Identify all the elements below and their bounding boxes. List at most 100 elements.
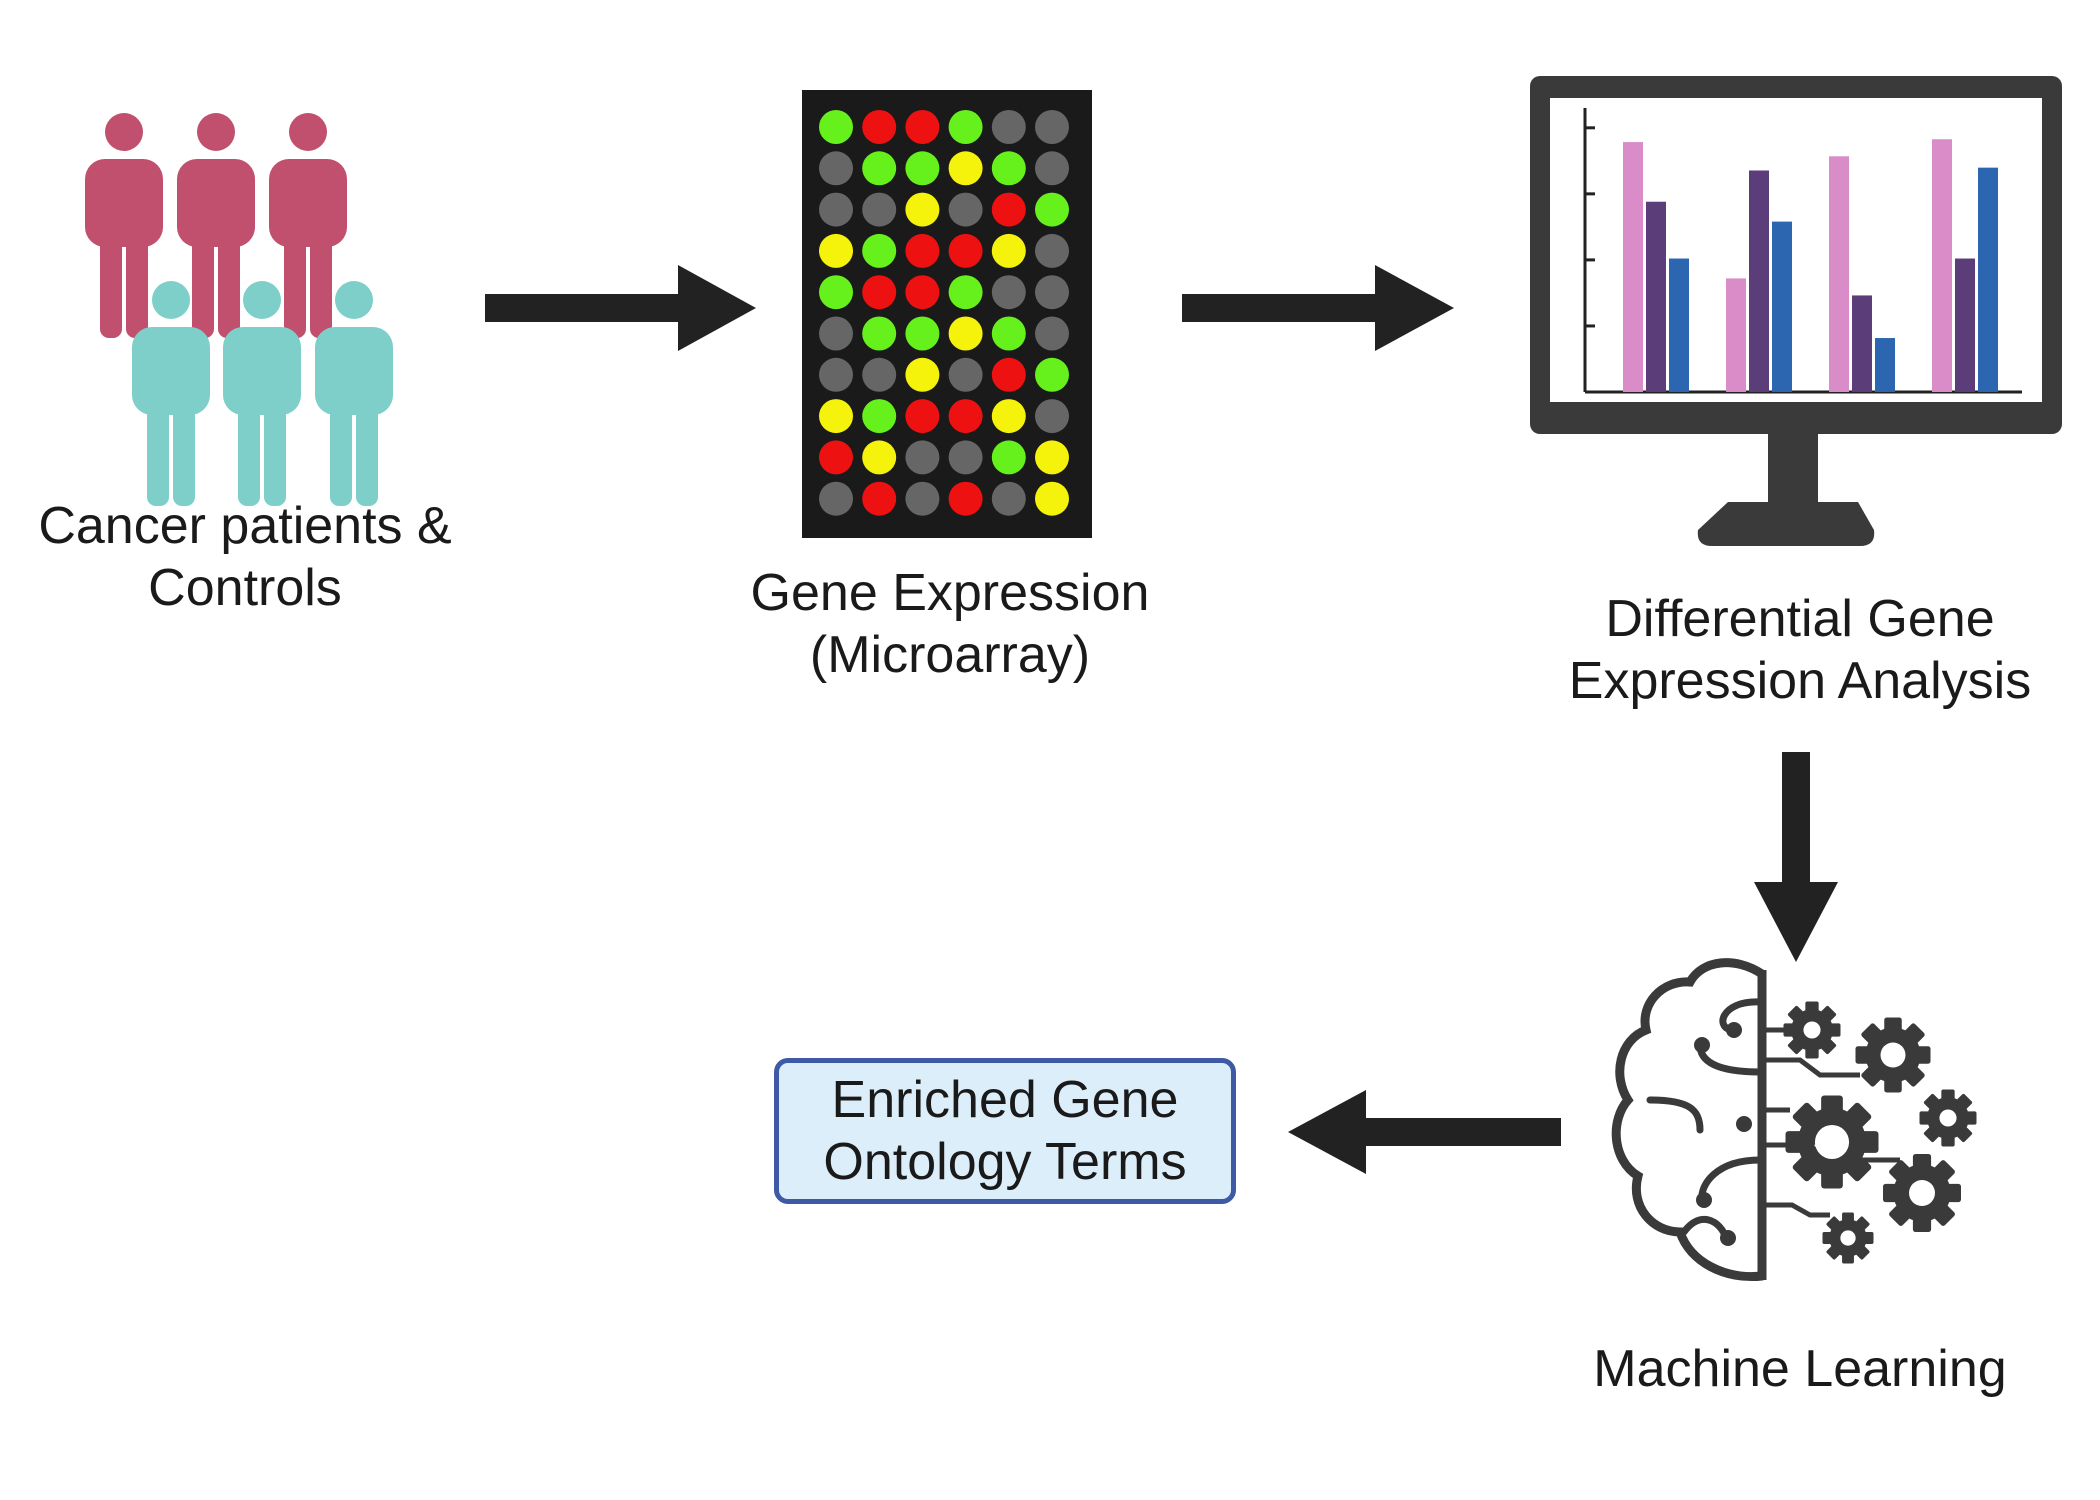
microarray-spot <box>948 110 983 144</box>
microarray-spot <box>905 275 940 310</box>
people-group-icon <box>85 113 393 506</box>
microarray-spot <box>948 275 983 310</box>
microarray-spot <box>819 151 853 186</box>
microarray-spot <box>1035 440 1069 475</box>
microarray-spot <box>819 275 853 310</box>
gear-icon <box>1919 1089 1977 1147</box>
microarray-spot <box>1035 399 1069 434</box>
microarray-spot <box>1035 233 1069 268</box>
node-dot <box>1736 1116 1752 1132</box>
microarray-spot <box>905 151 940 186</box>
gear-icon <box>1783 1001 1841 1059</box>
microarray-spot <box>1035 316 1069 351</box>
microarray-spot <box>948 399 983 434</box>
chart-bar <box>1932 139 1952 392</box>
gear-icon <box>1822 1212 1874 1264</box>
chart-bar <box>1623 142 1643 392</box>
monitor-icon <box>1530 76 2062 546</box>
chart-bar <box>1875 338 1895 392</box>
microarray-spot <box>819 192 853 227</box>
brain-fold <box>1680 1216 1730 1242</box>
brain-fold <box>1696 1041 1764 1076</box>
arrow-right-icon <box>1182 265 1454 351</box>
gear-icon <box>1785 1095 1879 1189</box>
microarray-spot <box>948 481 983 516</box>
microarray-spot <box>991 110 1026 144</box>
microarray-icon <box>802 90 1092 538</box>
microarray-spot <box>862 275 897 310</box>
microarray-spot <box>948 316 983 351</box>
node-dot <box>1726 1022 1742 1038</box>
microarray-spot <box>991 192 1026 227</box>
patient-icon <box>269 113 347 338</box>
chart-bar <box>1978 167 1998 392</box>
microarray-spot <box>948 192 983 227</box>
microarray-spot <box>819 233 853 268</box>
microarray-spot <box>819 357 853 392</box>
people-label: Cancer patients & Controls <box>0 495 490 619</box>
microarray-spot <box>991 357 1026 392</box>
microarray-spot <box>991 275 1026 310</box>
microarray-spot <box>1035 481 1069 516</box>
circuit-trace <box>1762 1202 1830 1218</box>
microarray-spot <box>991 233 1026 268</box>
chart-bar <box>1669 258 1689 392</box>
chart-bar <box>1829 156 1849 392</box>
gear-icon <box>1883 1154 1961 1232</box>
microarray-spot <box>905 440 940 475</box>
monitor-stand <box>1697 502 1875 546</box>
microarray-spot <box>862 192 897 227</box>
monitor-neck <box>1768 432 1818 502</box>
microarray-spot <box>991 481 1026 516</box>
microarray-spot <box>862 233 897 268</box>
brain-fold <box>1698 1156 1764 1204</box>
microarray-spot <box>819 399 853 434</box>
microarray-spot <box>862 481 897 516</box>
microarray-spot <box>905 316 940 351</box>
people-label-line2: Controls <box>148 559 342 617</box>
chart-bar <box>1955 258 1975 392</box>
microarray-spot <box>862 316 897 351</box>
microarray-spot <box>819 110 853 144</box>
chart-bar <box>1772 221 1792 392</box>
microarray-spot <box>1035 110 1069 144</box>
microarray-spot <box>862 357 897 392</box>
microarray-spot <box>991 316 1026 351</box>
microarray-spot <box>948 151 983 186</box>
microarray-spot <box>905 110 940 144</box>
go-terms-line1: Enriched Gene <box>831 1071 1179 1129</box>
arrow-left-icon <box>1288 1090 1561 1174</box>
microarray-spot <box>991 151 1026 186</box>
microarray-spot <box>905 233 940 268</box>
circuit-trace <box>1762 1057 1860 1078</box>
microarray-spot <box>862 440 897 475</box>
arrow-right-icon <box>485 265 756 351</box>
microarray-label-line2: (Microarray) <box>809 626 1091 684</box>
microarray-spot <box>991 440 1026 475</box>
chart-bar <box>1852 295 1872 392</box>
go-terms-line2: Ontology Terms <box>823 1133 1187 1191</box>
microarray-spot <box>1035 192 1069 227</box>
node-dot <box>1696 1192 1712 1208</box>
microarray-spot <box>862 399 897 434</box>
microarray-spot <box>905 357 940 392</box>
microarray-spot <box>1035 357 1069 392</box>
ml-label-text: Machine Learning <box>1593 1340 2007 1398</box>
arrow-down-icon <box>1754 752 1838 962</box>
microarray-spot <box>991 399 1026 434</box>
dge-label-line2: Expression Analysis <box>1568 652 2032 710</box>
microarray-spot <box>905 399 940 434</box>
node-dot <box>1694 1037 1710 1053</box>
dge-bar-chart <box>1623 139 1998 392</box>
microarray-label-line1: Gene Expression <box>750 564 1150 622</box>
go-terms-box: Enriched Gene Ontology Terms <box>774 1058 1236 1204</box>
chart-bar <box>1646 201 1666 392</box>
dge-label: Differential Gene Expression Analysis <box>1530 588 2070 712</box>
microarray-spot <box>905 481 940 516</box>
machine-learning-icon <box>1611 958 1977 1282</box>
microarray-spot <box>819 440 853 475</box>
chart-bar <box>1749 170 1769 392</box>
brain-fold <box>1646 1096 1704 1134</box>
people-label-line1: Cancer patients & <box>38 497 452 555</box>
